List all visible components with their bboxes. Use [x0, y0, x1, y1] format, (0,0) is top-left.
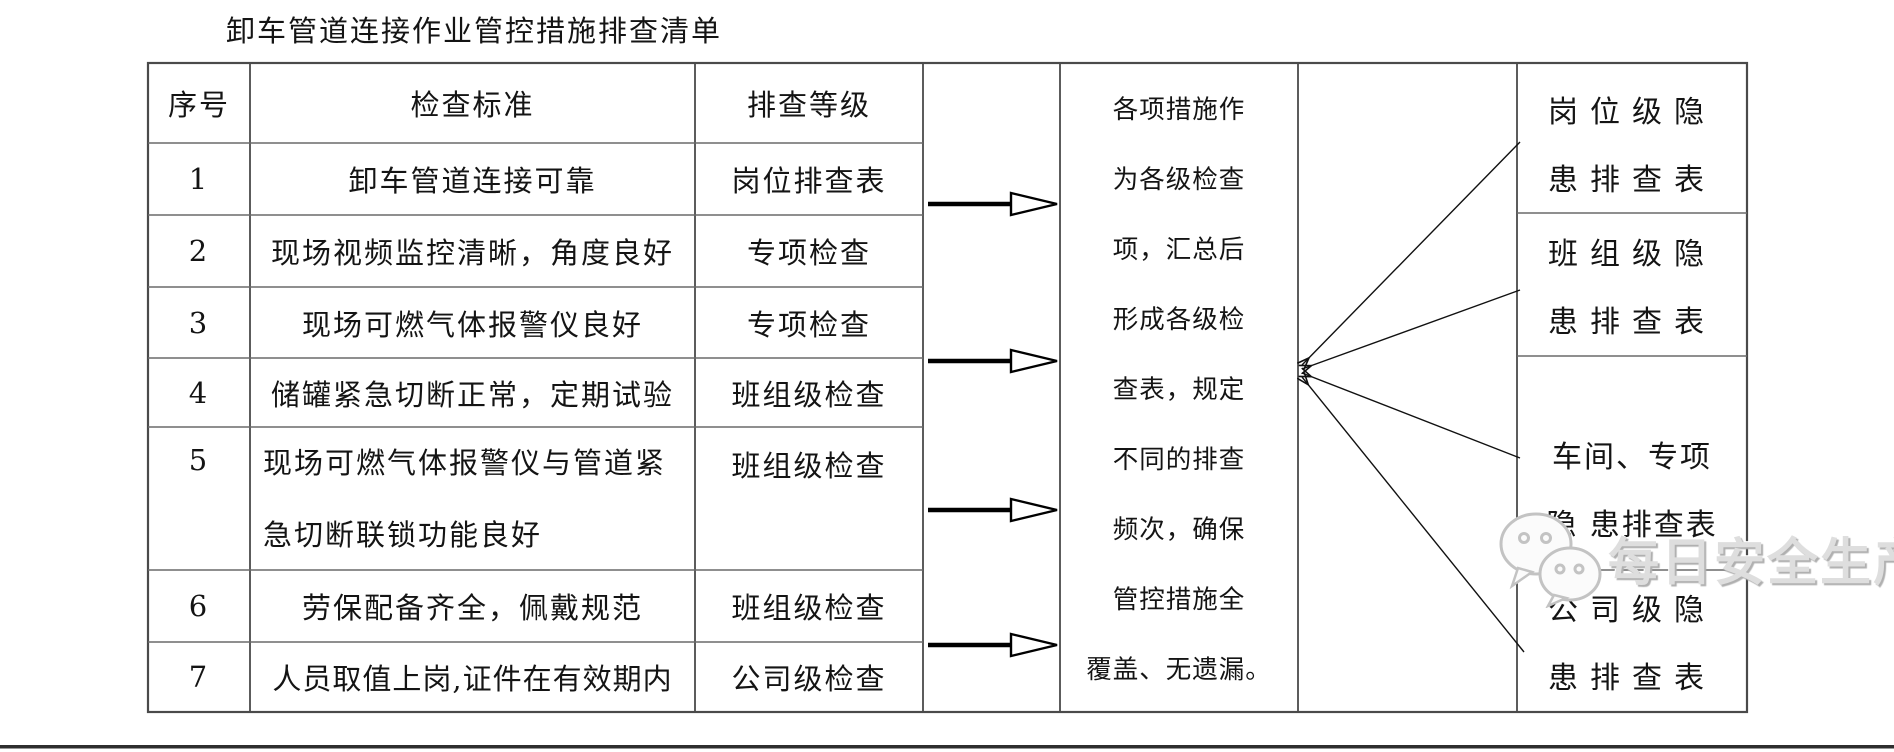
flow-arrow-icon: [928, 191, 1058, 217]
output-box-line: 隐 患排查表: [1546, 508, 1718, 543]
flow-arrow-icon: [928, 497, 1058, 523]
watermark: 每日安全生产: [1496, 508, 1894, 608]
row-num: 6: [188, 589, 210, 623]
output-box-line: 岗位级隐: [1548, 95, 1716, 130]
wechat-icon: [1499, 512, 1602, 608]
flow-arrow-icon: [928, 632, 1058, 658]
flow-arrow-icon: [928, 348, 1058, 374]
row-level: 岗位排查表: [731, 164, 887, 198]
header-cell-standard: 检查标准: [410, 88, 535, 122]
watermark-text: 每日安全生产: [1608, 533, 1894, 593]
fan-line: [1302, 373, 1521, 459]
row-standard: 卸车管道连接可靠: [348, 164, 597, 198]
header-cell-num: 序号: [167, 88, 230, 122]
middle-note-line: 不同的排查: [1112, 444, 1246, 475]
row-num: 7: [188, 660, 210, 694]
row-level: 专项检查: [746, 307, 871, 342]
flow-arrows: [928, 191, 1058, 658]
middle-note-line: 查表，规定: [1112, 374, 1246, 405]
row-num: 1: [188, 162, 210, 196]
row-level: 班组级检查: [731, 449, 887, 483]
output-box-company-level: 公司级隐 患排查表: [1517, 570, 1747, 712]
row-level: 公司级检查: [731, 662, 887, 696]
middle-note-line: 管控措施全: [1112, 584, 1246, 615]
middle-note: 各项措施作 为各级检查 项，汇总后 形成各级检 查表，规定 不同的排查 频次，确…: [1060, 72, 1298, 702]
middle-note-line: 为各级检查: [1112, 164, 1246, 195]
middle-note-line: 覆盖、无遗漏。: [1086, 654, 1272, 685]
row-standard: 劳保配备齐全，佩戴规范: [301, 591, 643, 625]
fan-line: [1302, 377, 1525, 653]
middle-note-line: 项，汇总后: [1112, 234, 1246, 265]
output-box-team-level: 班组级隐 患排查表: [1517, 213, 1747, 356]
middle-note-line: 各项措施作: [1112, 94, 1246, 125]
output-box-line: 患排查表: [1548, 661, 1716, 696]
row-rules: [148, 142, 923, 643]
bottom-page-rule: [0, 745, 1894, 749]
row-num: 5: [188, 443, 210, 477]
output-box-workshop-special: 车间、专项 隐 患排查表: [1517, 356, 1747, 570]
row-level: 班组级检查: [731, 591, 887, 625]
output-box-line: 班组级隐: [1548, 236, 1716, 272]
fan-line: [1302, 141, 1521, 365]
output-box-post-level: 岗位级隐 患排查表: [1517, 63, 1747, 213]
output-box-line: 患排查表: [1548, 304, 1716, 340]
output-box-line: 患排查表: [1548, 163, 1716, 198]
fan-connectors: [1302, 141, 1525, 653]
fan-line: [1302, 289, 1521, 369]
column-rules: [249, 63, 1518, 712]
outer-frame: [146, 61, 1749, 714]
row-num: 2: [188, 234, 210, 268]
row-level: 班组级检查: [731, 377, 887, 412]
row-standard: 现场可燃气体报警仪良好: [301, 307, 643, 342]
row-num: 3: [188, 305, 210, 340]
middle-note-line: 频次，确保: [1112, 514, 1246, 545]
row-num: 4: [188, 375, 210, 410]
row-standard: 人员取值上岗,证件在有效期内: [272, 662, 673, 696]
middle-note-line: 形成各级检: [1112, 304, 1246, 335]
row-level: 专项检查: [746, 236, 871, 270]
row-standard: 储罐紧急切断正常，定期试验: [270, 377, 674, 412]
row-standard: 现场可燃气体报警仪与管道紧急切断联锁功能良好: [263, 445, 667, 552]
page-title: 卸车管道连接作业管控措施排查清单: [226, 14, 723, 48]
header-cell-level: 排查等级: [746, 88, 871, 122]
row-standard: 现场视频监控清晰，角度良好: [270, 236, 674, 270]
output-box-line: 车间、专项: [1552, 440, 1712, 475]
